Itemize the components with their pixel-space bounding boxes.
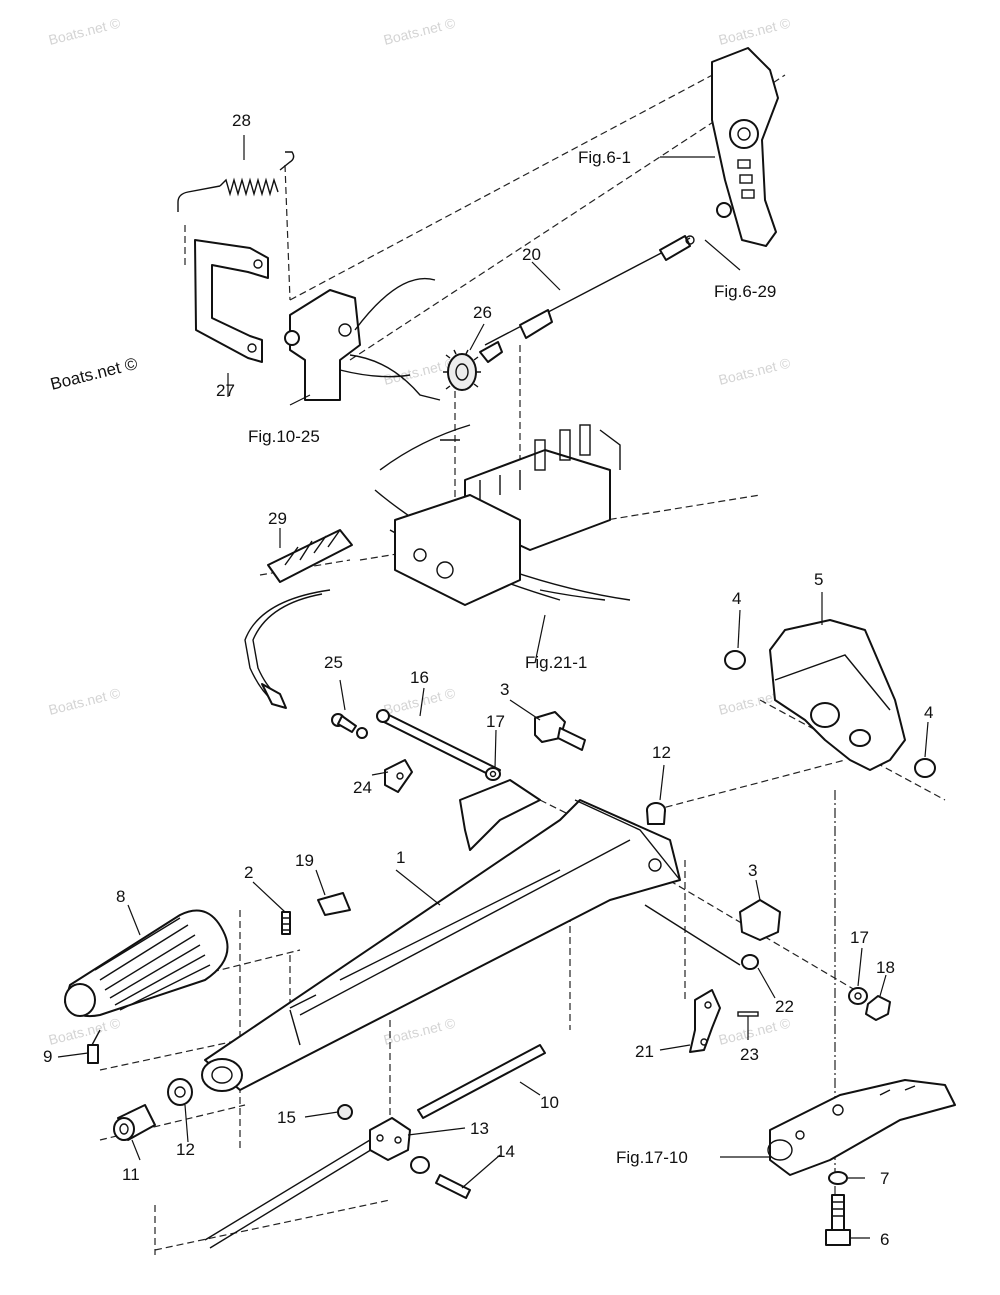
callout-16: 16 xyxy=(410,668,429,687)
watermark-main: Boats.net © xyxy=(48,354,139,394)
throttle-cam-fig-10-25 xyxy=(284,277,441,401)
callout-1: 1 xyxy=(396,848,405,867)
callout-25: 25 xyxy=(324,653,343,672)
tiller-handle-part-1 xyxy=(201,779,681,1092)
fig-ref-6-1: Fig.6-1 xyxy=(578,148,631,167)
shift-cable xyxy=(244,589,331,709)
watermark: Boats.net © xyxy=(382,1014,458,1047)
callout-4: 4 xyxy=(732,589,741,608)
callout-15: 15 xyxy=(277,1108,296,1127)
plate-part-29 xyxy=(267,529,353,583)
label-part-19 xyxy=(317,892,351,916)
callout-12: 12 xyxy=(176,1140,195,1159)
watermark: Boats.net © xyxy=(47,14,123,47)
small-parts-upper xyxy=(331,709,586,793)
callout-3: 3 xyxy=(500,680,509,699)
spring-part-28 xyxy=(177,151,295,212)
lever-fig-6-1 xyxy=(711,47,779,247)
watermark: Boats.net © xyxy=(717,354,793,387)
callout-4: 4 xyxy=(924,703,933,722)
watermark: Boats.net © xyxy=(47,1014,123,1047)
callout-2: 2 xyxy=(244,863,253,882)
bolt-hole-icon xyxy=(247,343,257,353)
callout-17: 17 xyxy=(486,712,505,731)
block-part-13 xyxy=(204,1104,471,1249)
watermark: Boats.net © xyxy=(382,14,458,47)
screw-part-9 xyxy=(87,1029,101,1064)
callout-8: 8 xyxy=(116,887,125,906)
callout-26: 26 xyxy=(473,303,492,322)
callout-17: 17 xyxy=(850,928,869,947)
callout-labels: 1 2 3 3 4 4 5 6 7 8 9 10 11 12 12 13 14 … xyxy=(43,111,933,1249)
screw-part-2 xyxy=(281,911,291,935)
link-part-21 xyxy=(689,989,759,1053)
fig-ref-21-1: Fig.21-1 xyxy=(525,653,587,672)
engine-block-fig-21-1 xyxy=(374,424,631,606)
callout-18: 18 xyxy=(876,958,895,977)
callout-9: 9 xyxy=(43,1047,52,1066)
watermark: Boats.net © xyxy=(717,14,793,47)
callout-6: 6 xyxy=(880,1230,889,1249)
callout-14: 14 xyxy=(496,1142,515,1161)
callout-21: 21 xyxy=(635,1042,654,1061)
callout-5: 5 xyxy=(814,570,823,589)
bushing-part-12-lower xyxy=(167,1078,193,1106)
fig-ref-17-10: Fig.17-10 xyxy=(616,1148,688,1167)
leader-lines xyxy=(57,135,929,1239)
bolt-part-6 xyxy=(825,1194,851,1246)
callout-27: 27 xyxy=(216,381,235,400)
callout-19: 19 xyxy=(295,851,314,870)
callout-12: 12 xyxy=(652,743,671,762)
callout-24: 24 xyxy=(353,778,372,797)
callout-29: 29 xyxy=(268,509,287,528)
callout-28: 28 xyxy=(232,111,251,130)
callout-13: 13 xyxy=(470,1119,489,1138)
rod-part-10 xyxy=(417,1044,546,1119)
watermark: Boats.net © xyxy=(382,684,458,717)
fig-ref-6-29: Fig.6-29 xyxy=(714,282,776,301)
washer-part-7 xyxy=(828,1171,848,1185)
callout-22: 22 xyxy=(775,997,794,1016)
bolt-hole-icon xyxy=(253,259,263,269)
fig-ref-10-25: Fig.10-25 xyxy=(248,427,320,446)
callout-7: 7 xyxy=(880,1169,889,1188)
bracket-part-27 xyxy=(194,239,269,363)
small-parts-right xyxy=(644,899,891,1021)
bushing-part-12-upper xyxy=(646,802,666,825)
bracket-fig-17-10 xyxy=(767,1079,956,1176)
watermark: Boats.net © xyxy=(717,1014,793,1047)
callout-11: 11 xyxy=(122,1165,140,1184)
callout-3: 3 xyxy=(748,861,757,880)
callout-10: 10 xyxy=(540,1093,559,1112)
grip-part-8 xyxy=(64,909,229,1018)
rod-part-20 xyxy=(479,235,695,363)
bushing-part-11 xyxy=(113,1104,156,1141)
callout-20: 20 xyxy=(522,245,541,264)
bracket-part-5 xyxy=(724,619,936,778)
watermark: Boats.net © xyxy=(47,684,123,717)
callout-23: 23 xyxy=(740,1045,759,1064)
gear-part-26 xyxy=(443,349,481,391)
figure-references: Fig.6-1 Fig.6-29 Fig.10-25 Fig.21-1 Fig.… xyxy=(248,148,776,1167)
